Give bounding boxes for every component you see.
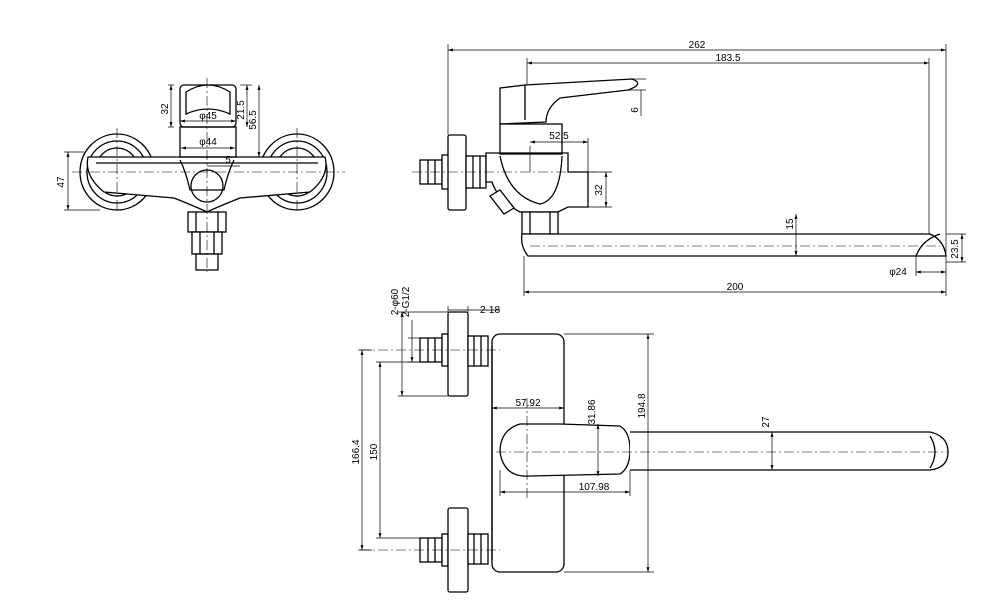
top-dim-2-phi60: 2-φ60 <box>390 288 401 315</box>
top-handle <box>499 423 631 477</box>
top-spout <box>630 431 949 471</box>
top-dim-194-8: 194.8 <box>637 393 648 418</box>
side-dim-phi24: φ24 <box>889 267 907 278</box>
top-dim-166-4: 166.4 <box>351 439 362 464</box>
top-dim-57-92: 57.92 <box>515 398 540 409</box>
front-dim-5: 5 <box>225 155 231 166</box>
top-dim-31-86: 31.86 <box>587 399 598 424</box>
front-dim-phi44: φ44 <box>199 137 217 148</box>
side-dim-32: 32 <box>594 184 605 196</box>
front-view: 32 21.5 56.5 φ45 φ44 5 47 <box>56 78 345 272</box>
top-upper-inlet <box>419 311 489 397</box>
front-mixer-body <box>86 156 327 213</box>
top-dim-150: 150 <box>369 443 380 460</box>
side-handle <box>499 78 639 125</box>
side-dim-52-5: 52.5 <box>549 131 569 142</box>
side-view: 262 183.5 6 52.5 32 15 23.5 φ24 <box>412 40 966 296</box>
side-diverter <box>489 189 515 215</box>
side-inlet-fitting <box>419 134 487 211</box>
front-dim-32: 32 <box>160 103 171 115</box>
front-dim-21-5: 21.5 <box>236 100 247 120</box>
side-spout <box>520 233 947 257</box>
top-dim-27: 27 <box>761 416 772 428</box>
top-dim-107-98: 107.98 <box>579 482 610 493</box>
front-dim-47: 47 <box>56 176 67 188</box>
top-dim-2-g12: 2-G1/2 <box>401 286 412 317</box>
side-dim-183-5: 183.5 <box>715 53 740 64</box>
front-dim-56-5: 56.5 <box>248 110 259 130</box>
side-dim-6: 6 <box>630 107 641 113</box>
top-view: 2-φ60 2-G1/2 2-18 166.4 150 57.92 31.86 … <box>351 286 949 593</box>
top-dim-2-18: 2-18 <box>480 305 500 316</box>
side-dim-200: 200 <box>727 282 744 293</box>
side-dim-23-5: 23.5 <box>950 239 961 259</box>
side-spout-nut <box>521 211 559 235</box>
side-dim-262: 262 <box>689 40 706 51</box>
side-dim-15: 15 <box>785 218 796 230</box>
front-dim-phi45: φ45 <box>199 111 217 122</box>
